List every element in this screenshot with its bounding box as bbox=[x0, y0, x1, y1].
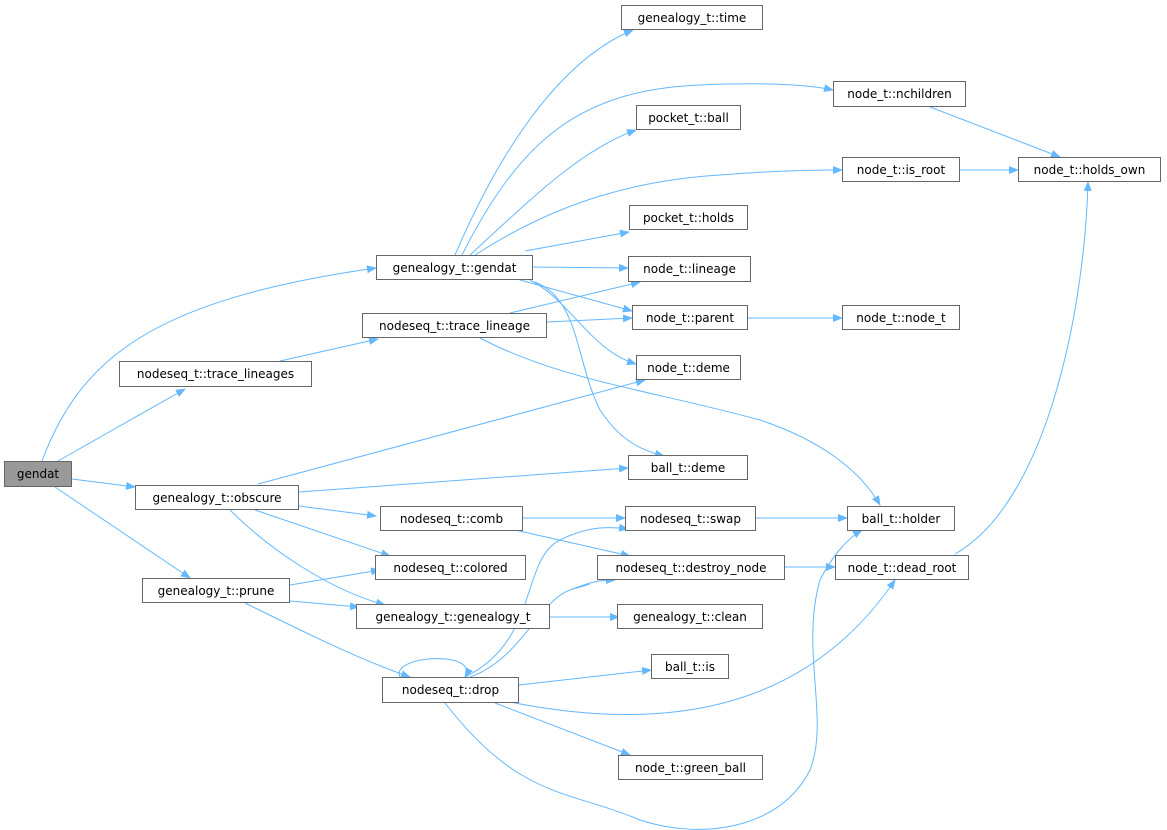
edge-comb-destroy-node bbox=[514, 529, 631, 558]
edge-prune-genealogy-ctor bbox=[289, 600, 360, 611]
edge-obscure-colored bbox=[254, 509, 391, 557]
node-dead-root[interactable]: node_t::dead_root bbox=[835, 555, 969, 580]
edge-obscure-genealogy-ctor bbox=[229, 509, 386, 607]
node-pocket-holds[interactable]: pocket_t::holds bbox=[629, 205, 748, 230]
node-trace-lineages[interactable]: nodeseq_t::trace_lineages bbox=[119, 361, 312, 387]
edge-trace-lineages-trace-lineage bbox=[279, 337, 379, 362]
edge-obscure-comb bbox=[298, 505, 377, 519]
edge-ggendat-ball-deme bbox=[534, 281, 665, 458]
node-node-ctor[interactable]: node_t::node_t bbox=[842, 305, 960, 330]
node-colored[interactable]: nodeseq_t::colored bbox=[375, 555, 526, 580]
node-swap[interactable]: nodeseq_t::swap bbox=[625, 506, 756, 531]
node-comb[interactable]: nodeseq_t::comb bbox=[380, 506, 523, 531]
node-lineage[interactable]: node_t::lineage bbox=[628, 256, 751, 282]
node-time[interactable]: genealogy_t::time bbox=[621, 5, 763, 30]
edge-trace-lineage-parent bbox=[546, 314, 633, 323]
node-gendat[interactable]: gendat bbox=[4, 461, 72, 487]
node-nchildren[interactable]: node_t::nchildren bbox=[833, 81, 966, 107]
node-green-ball[interactable]: node_t::green_ball bbox=[618, 755, 763, 780]
edge-ggendat-time bbox=[454, 29, 634, 256]
edge-ggendat-lineage bbox=[532, 263, 629, 272]
node-genealogy-gendat[interactable]: genealogy_t::gendat bbox=[376, 255, 533, 280]
node-trace-lineage[interactable]: nodeseq_t::trace_lineage bbox=[362, 313, 547, 338]
node-ball-deme[interactable]: ball_t::deme bbox=[628, 455, 748, 480]
node-drop[interactable]: nodeseq_t::drop bbox=[382, 677, 519, 703]
edge-gendat-prune bbox=[54, 486, 191, 579]
edge-drop-dead-root bbox=[509, 579, 896, 716]
edge-ggendat-pocket-holds bbox=[524, 229, 630, 252]
node-parent[interactable]: node_t::parent bbox=[632, 305, 748, 330]
edge-ggendat-is-root bbox=[474, 166, 843, 256]
edge-trace-lineage-lineage bbox=[509, 280, 641, 314]
edge-ggendat-nchildren bbox=[461, 83, 834, 256]
node-holds-own[interactable]: node_t::holds_own bbox=[1018, 157, 1161, 182]
node-obscure[interactable]: genealogy_t::obscure bbox=[135, 485, 299, 510]
edge-gendat-obscure bbox=[71, 478, 136, 490]
edge-prune-drop bbox=[244, 602, 411, 678]
node-destroy-node[interactable]: nodeseq_t::destroy_node bbox=[597, 555, 785, 580]
node-prune[interactable]: genealogy_t::prune bbox=[142, 578, 290, 603]
edge-gendat-trace-lineages bbox=[57, 388, 186, 462]
node-ball-is[interactable]: ball_t::is bbox=[651, 654, 729, 679]
edge-gendat-genealogy-gendat bbox=[41, 265, 377, 462]
edge-drop-green-ball bbox=[494, 702, 631, 756]
edge-trace-lineage-holder bbox=[479, 337, 881, 506]
edge-drop-swap bbox=[464, 523, 629, 678]
edge-nchildren-holds-own bbox=[929, 106, 1061, 158]
edge-drop-destroy-node bbox=[469, 580, 615, 678]
edge-obscure-ball-deme bbox=[298, 464, 629, 493]
edge-dead-root-holds-own bbox=[954, 181, 1092, 555]
edge-drop-ball-is bbox=[518, 667, 652, 686]
edge-obscure-node-deme bbox=[257, 378, 646, 485]
node-clean[interactable]: genealogy_t::clean bbox=[617, 604, 763, 629]
node-holder[interactable]: ball_t::holder bbox=[847, 506, 955, 531]
node-node-deme[interactable]: node_t::deme bbox=[636, 355, 741, 380]
node-is-root[interactable]: node_t::is_root bbox=[842, 157, 960, 182]
edge-drop-holder bbox=[444, 529, 863, 830]
edge-ggendat-node-deme bbox=[529, 279, 637, 366]
node-pocket-ball[interactable]: pocket_t::ball bbox=[636, 105, 741, 130]
edge-prune-colored bbox=[289, 567, 381, 586]
node-genealogy-ctor[interactable]: genealogy_t::genealogy_t bbox=[356, 604, 550, 629]
edge-drop-self bbox=[398, 658, 473, 678]
edge-ggendat-pocket-ball bbox=[469, 129, 637, 256]
